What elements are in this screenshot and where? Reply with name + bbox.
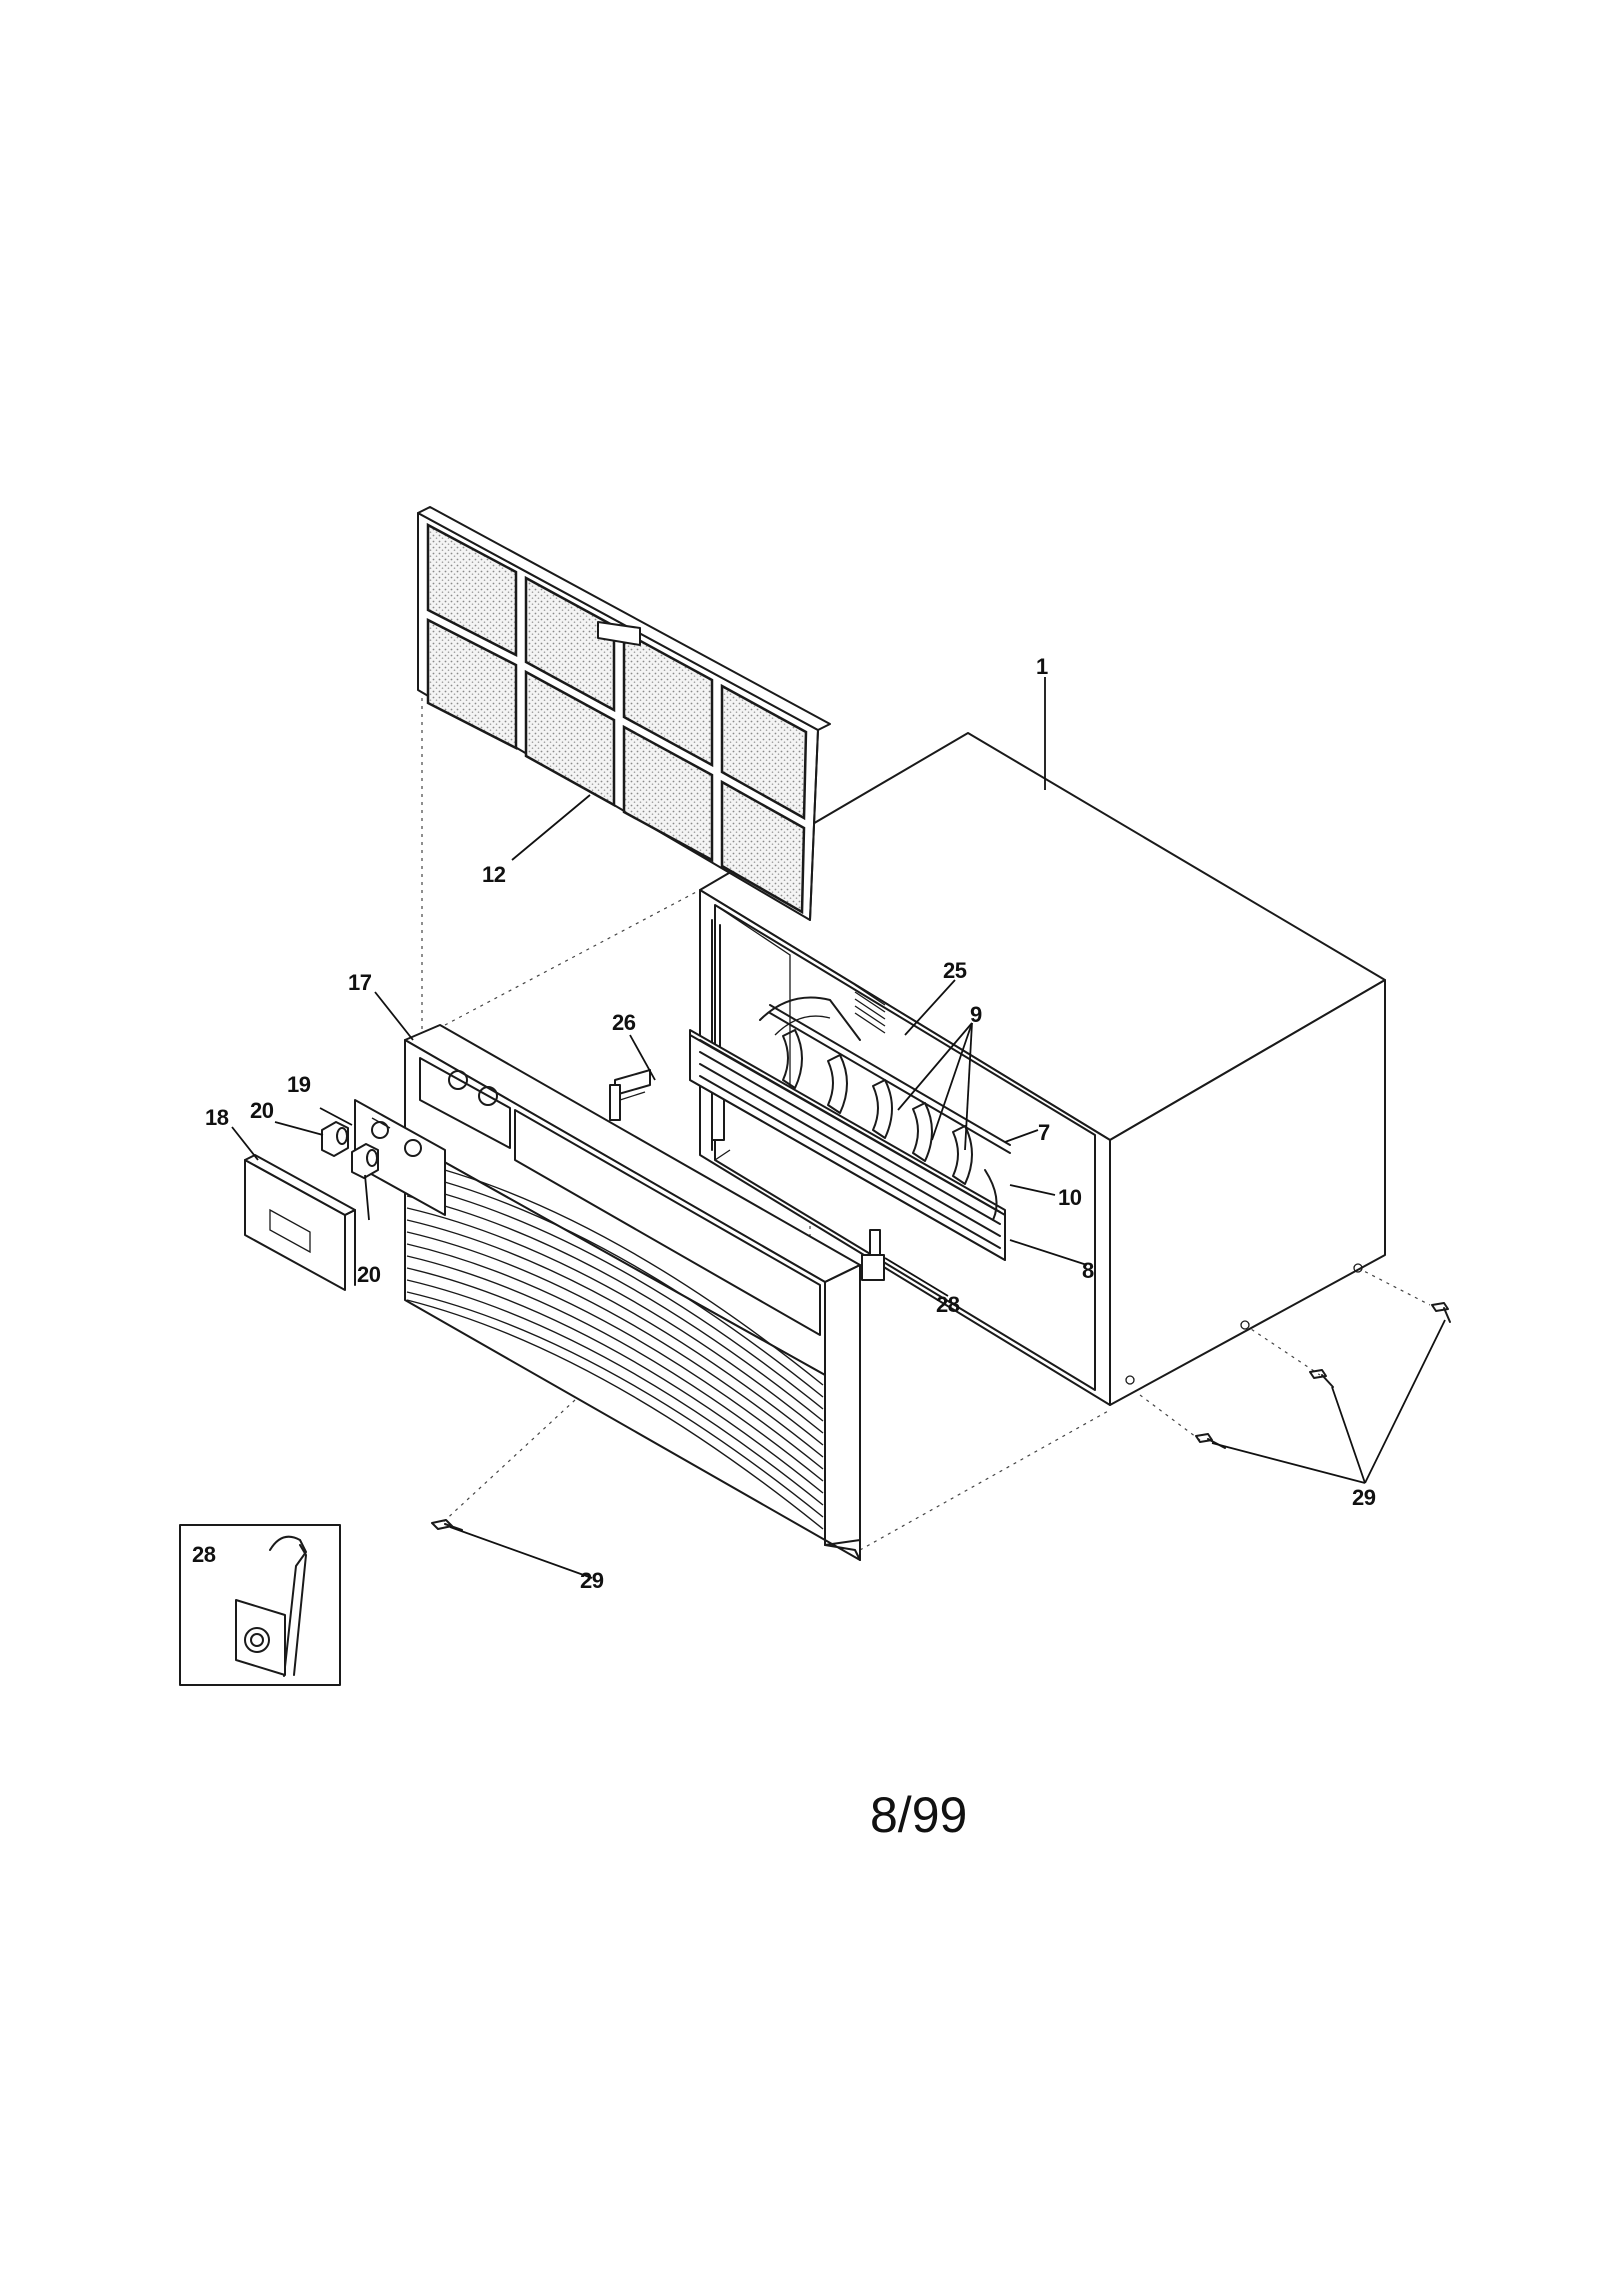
callout-7: 7 xyxy=(1038,1120,1050,1145)
cabinet-part-1 xyxy=(699,732,1386,1406)
callout-9: 9 xyxy=(970,1002,982,1027)
callout-1: 1 xyxy=(1036,654,1048,679)
callout-17: 17 xyxy=(348,970,372,995)
callout-10: 10 xyxy=(1058,1185,1082,1210)
front-grille-part-17 xyxy=(404,1024,861,1561)
inset-detail-part-28 xyxy=(179,1524,341,1686)
leader-lines xyxy=(231,677,1446,1579)
louver-assembly xyxy=(689,1004,1011,1261)
callout-29-right: 29 xyxy=(1352,1485,1376,1510)
callout-29-front: 29 xyxy=(580,1568,604,1593)
control-door-part-18 xyxy=(244,1154,356,1291)
callout-26: 26 xyxy=(612,1010,636,1035)
date-code: 8/99 xyxy=(870,1787,967,1843)
callout-labels: 1 12 17 26 19 18 20 20 25 9 7 10 8 28 29… xyxy=(192,654,1376,1593)
control-panel-part-19 xyxy=(354,1099,446,1216)
clip-part-28 xyxy=(861,1229,885,1281)
callout-20-upper: 20 xyxy=(250,1098,274,1123)
clip-part-26 xyxy=(609,1069,651,1121)
screw-part-29-right-2 xyxy=(1309,1369,1334,1388)
screw-part-29-right-1 xyxy=(1431,1302,1451,1323)
knob-part-20-upper xyxy=(321,1121,349,1157)
callout-20-lower: 20 xyxy=(357,1262,381,1287)
callout-12: 12 xyxy=(482,862,506,887)
knob-part-20-lower xyxy=(351,1143,379,1179)
callout-25: 25 xyxy=(943,958,967,983)
callout-28-inset: 28 xyxy=(192,1542,216,1567)
callout-18: 18 xyxy=(205,1105,229,1130)
filter-part-12 xyxy=(417,506,831,921)
screw-part-29-front xyxy=(431,1519,463,1531)
callout-19: 19 xyxy=(287,1072,311,1097)
callout-28: 28 xyxy=(936,1292,960,1317)
callout-8: 8 xyxy=(1082,1258,1094,1283)
